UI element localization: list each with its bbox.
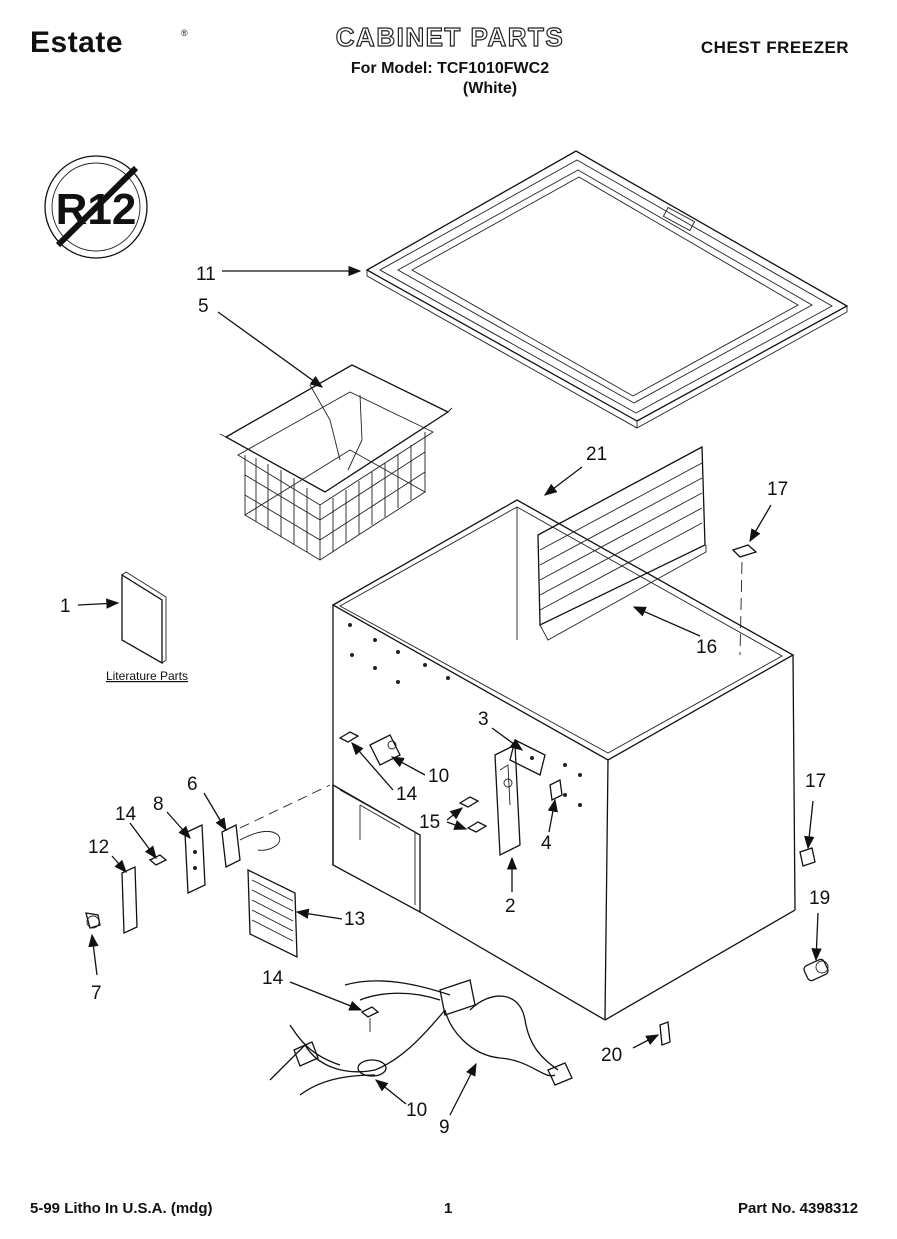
wire-basket: [219, 364, 453, 561]
callout-9: 9: [439, 1117, 450, 1138]
callout-12: 12: [88, 837, 109, 858]
callout-19: 19: [809, 888, 830, 909]
callout-7: 7: [91, 983, 102, 1004]
literature-label: Literature Parts: [106, 669, 188, 683]
brand-logo: Estate: [30, 26, 124, 59]
callout-1: 1: [60, 596, 71, 617]
literature-booklet: [121, 571, 167, 665]
small-parts: [659, 544, 829, 1046]
footer-print-info: 5-99 Litho In U.S.A. (mdg): [30, 1200, 213, 1217]
hinge-assembly: [458, 739, 563, 857]
callout-5: 5: [198, 296, 209, 317]
product-type: CHEST FREEZER: [700, 38, 850, 57]
callout-labels: 11 5 21 17 1 16 3 10 14 6 8 14 15 4 12 2…: [60, 264, 830, 1138]
divider-panel: [537, 445, 707, 641]
callout-17b: 17: [805, 771, 826, 792]
model-color: (White): [462, 80, 518, 97]
registered-mark: ®: [181, 28, 188, 38]
callout-21: 21: [586, 444, 607, 465]
upper-bracket: [338, 731, 401, 766]
callout-14b: 14: [115, 804, 137, 825]
model-line: For Model: TCF1010FWC2: [350, 60, 550, 77]
callout-10a: 10: [428, 766, 449, 787]
thermostat-parts: [85, 784, 331, 935]
footer-page-number: 1: [444, 1200, 453, 1217]
page-title: CABINET PARTS: [335, 21, 565, 52]
callout-13: 13: [344, 909, 365, 930]
cabinet-body: [331, 499, 796, 1021]
callout-20: 20: [601, 1045, 622, 1066]
lid-frame: [365, 150, 849, 429]
callout-3: 3: [478, 709, 489, 730]
callout-4: 4: [541, 833, 552, 854]
callout-15: 15: [419, 812, 440, 833]
callout-17a: 17: [767, 479, 788, 500]
callout-14a: 14: [396, 784, 418, 805]
grille: [247, 868, 298, 959]
callout-2: 2: [505, 896, 516, 917]
callout-14c: 14: [262, 968, 284, 989]
callout-6: 6: [187, 774, 198, 795]
footer-part-number: Part No. 4398312: [738, 1200, 859, 1217]
callout-10b: 10: [406, 1100, 427, 1121]
wiring-harness: [269, 979, 573, 1096]
callout-16: 16: [696, 637, 717, 658]
leader-lines: [77, 265, 822, 1116]
callout-11: 11: [196, 264, 216, 285]
r12-badge-icon: R12: [44, 155, 148, 259]
callout-8: 8: [153, 794, 164, 815]
